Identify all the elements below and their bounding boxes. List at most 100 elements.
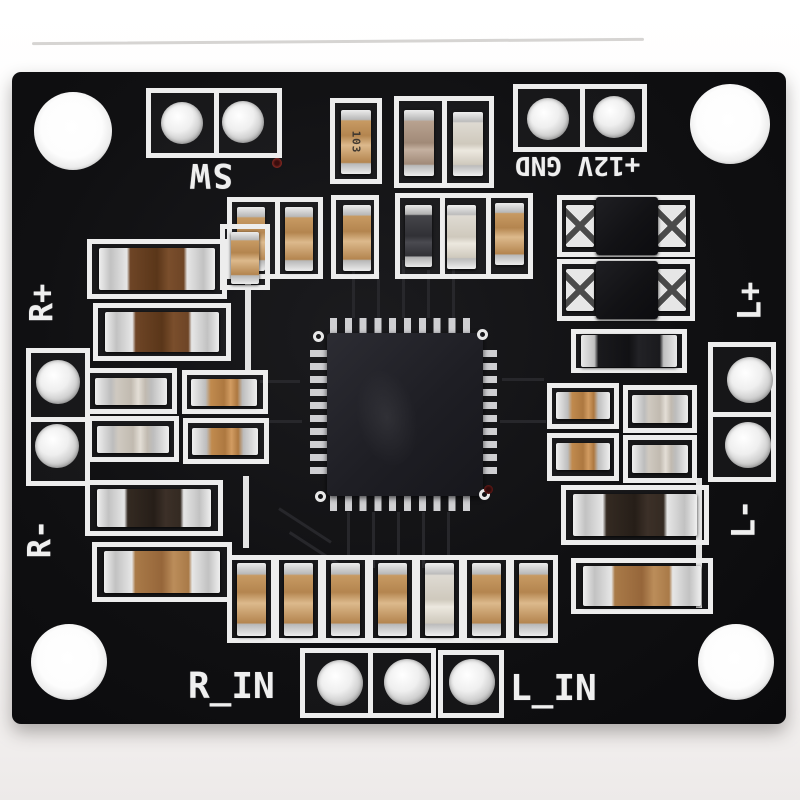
smd-capacitor <box>453 112 483 176</box>
trace <box>452 264 455 318</box>
trace <box>397 512 400 556</box>
silk-box <box>623 385 697 433</box>
mounting-hole-top-right <box>690 84 770 164</box>
smd-capacitor-large <box>104 551 220 593</box>
silk-box <box>182 370 268 414</box>
trace <box>447 512 450 558</box>
silk-box <box>547 383 619 429</box>
smd-resistor <box>191 379 257 406</box>
ic-corner-mark <box>315 491 326 502</box>
smd-inductor <box>596 261 658 319</box>
trace <box>347 512 350 560</box>
box-divider <box>442 101 447 183</box>
solder-pad <box>566 205 594 247</box>
sw-header <box>146 88 282 158</box>
trace <box>500 420 546 423</box>
silk-line <box>245 276 251 370</box>
trace <box>427 270 430 318</box>
silk-box <box>183 418 269 464</box>
r-plus-label: R+ <box>22 283 61 323</box>
smd-resistor <box>556 443 610 470</box>
header-divider <box>214 93 219 153</box>
smd-capacitor-large <box>105 312 219 352</box>
input-header-left <box>300 648 436 718</box>
power-label: +12V GND <box>515 150 641 180</box>
red-via <box>272 158 282 168</box>
smd-capacitor-large <box>99 248 215 290</box>
header-divider <box>31 417 85 422</box>
trace <box>352 264 355 318</box>
silk-line <box>243 476 249 548</box>
l-minus-pad <box>725 422 771 468</box>
silk-box <box>227 555 276 643</box>
smd-capacitor <box>237 563 266 636</box>
smd-capacitor-large <box>97 489 211 527</box>
box-divider <box>486 198 491 274</box>
power-pad-12v <box>527 98 569 140</box>
power-header <box>513 84 647 152</box>
trace <box>377 272 380 318</box>
silk-box <box>220 224 270 290</box>
mounting-hole-bottom-left <box>31 624 107 700</box>
r-in-label: R_IN <box>188 666 275 707</box>
r-minus-pad <box>35 424 79 468</box>
smd-resistor <box>632 395 688 423</box>
silk-box <box>321 555 370 643</box>
board-edge-highlight <box>31 37 645 46</box>
ic-corner-mark <box>313 331 324 342</box>
silk-box <box>394 96 494 188</box>
silk-box <box>509 555 558 643</box>
header-divider <box>368 653 373 713</box>
sw-pad-1 <box>161 102 203 144</box>
trace <box>422 512 425 568</box>
header-divider <box>580 89 585 147</box>
smd-capacitor-large <box>583 566 701 606</box>
sw-pad-2 <box>222 101 264 143</box>
silk-box <box>331 195 379 279</box>
silk-box <box>547 433 619 481</box>
trace <box>278 507 332 544</box>
smd-resistor <box>97 426 169 453</box>
l-plus-pad <box>727 357 773 403</box>
smd-capacitor <box>519 563 548 636</box>
l-minus-label: L- <box>724 499 763 539</box>
smd-capacitor <box>331 563 360 636</box>
smd-resistor <box>632 445 688 473</box>
header-divider <box>713 412 771 417</box>
trace <box>258 420 302 423</box>
trace <box>402 260 405 318</box>
amplifier-ic <box>327 333 483 496</box>
silk-box <box>85 480 223 536</box>
silk-box <box>85 368 177 414</box>
r-minus-label: R- <box>20 519 59 559</box>
smd-inductor <box>596 197 658 255</box>
smd-capacitor <box>231 232 259 284</box>
ic-faint-marking <box>347 362 427 474</box>
box-divider <box>275 202 280 274</box>
trace <box>372 512 375 568</box>
red-via <box>484 485 493 494</box>
left-speaker-header <box>708 342 776 482</box>
silk-box <box>368 555 417 643</box>
smd-capacitor <box>447 205 476 269</box>
power-pad-gnd <box>593 96 635 138</box>
smd-capacitor <box>285 207 313 271</box>
silk-box <box>274 555 323 643</box>
solder-pad <box>658 269 686 311</box>
ic-corner-mark <box>477 329 488 340</box>
ic-pins-right <box>480 350 497 480</box>
smd-capacitor <box>472 563 501 636</box>
silk-box <box>87 416 179 462</box>
mounting-hole-bottom-right <box>698 624 774 700</box>
ic-pins-left <box>310 350 327 480</box>
smd-diode <box>581 335 677 367</box>
solder-pad <box>566 269 594 311</box>
smd-capacitor <box>343 205 371 271</box>
l-in-pad <box>449 659 495 705</box>
silk-box <box>623 435 697 483</box>
trace <box>502 378 544 381</box>
silk-box <box>561 485 709 545</box>
l-in-label: L_IN <box>510 668 597 709</box>
silk-box <box>571 558 713 614</box>
